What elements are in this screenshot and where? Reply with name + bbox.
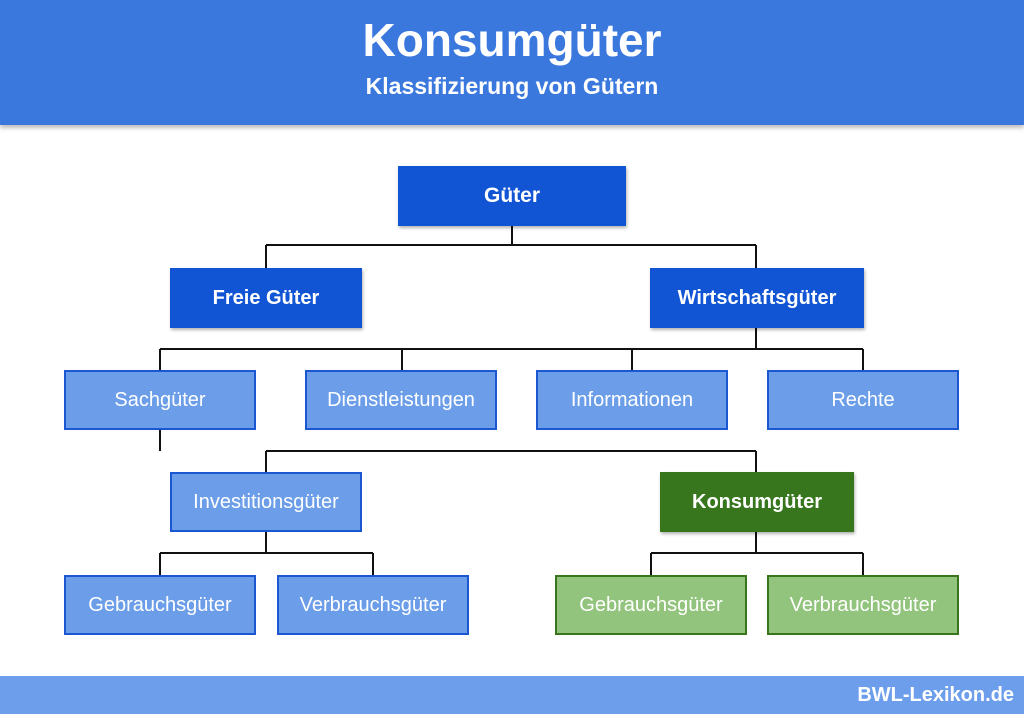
node-dienstleistungen: Dienstleistungen <box>305 370 497 430</box>
node-gueter-label: Güter <box>483 184 540 207</box>
node-gebrauchsgueter-investition: Gebrauchsgüter <box>64 575 256 635</box>
footer-bar: BWL-Lexikon.de <box>0 676 1024 714</box>
node-verbrauchsgueter-konsum: Verbrauchsgüter <box>767 575 959 635</box>
node-konsumgueter: Konsumgüter <box>660 472 854 532</box>
connector-sachgueter <box>159 430 757 473</box>
header-banner: Konsumgüter Klassifizierung von Gütern <box>0 0 1024 125</box>
node-gebrauchsgueter-investition-label: Gebrauchsgüter <box>88 593 232 616</box>
node-sachgueter-label: Sachgüter <box>114 388 206 411</box>
brand-logo-text: BWL-Lexikon.de <box>857 684 1014 706</box>
node-dienstleistungen-label: Dienstleistungen <box>327 388 475 411</box>
node-informationen-label: Informationen <box>570 388 694 411</box>
node-gueter: Güter <box>398 166 626 226</box>
node-informationen: Informationen <box>536 370 728 430</box>
node-rechte-label: Rechte <box>831 388 895 411</box>
node-wirtschaftsgueter: Wirtschaftsgüter <box>650 268 864 328</box>
node-verbrauchsgueter-investition: Verbrauchsgüter <box>277 575 469 635</box>
node-konsumgueter-label: Konsumgüter <box>692 490 822 513</box>
connector-root <box>265 226 757 268</box>
node-gebrauchsgueter-konsum-label: Gebrauchsgüter <box>579 593 723 616</box>
page-subtitle: Klassifizierung von Gütern <box>365 73 659 99</box>
node-rechte: Rechte <box>767 370 959 430</box>
node-verbrauchsgueter-konsum-label: Verbrauchsgüter <box>789 593 937 616</box>
connector-investitionsgueter <box>159 532 374 575</box>
node-freie-gueter-label: Freie Güter <box>212 286 320 309</box>
node-investitionsgueter: Investitionsgüter <box>170 472 362 532</box>
node-sachgueter: Sachgüter <box>64 370 256 430</box>
node-wirtschaftsgueter-label: Wirtschaftsgüter <box>677 286 837 309</box>
node-freie-gueter: Freie Güter <box>170 268 362 328</box>
node-investitionsgueter-label: Investitionsgüter <box>193 490 339 513</box>
connector-konsumgueter <box>650 532 864 575</box>
node-gebrauchsgueter-konsum: Gebrauchsgüter <box>555 575 747 635</box>
page-title: Konsumgüter <box>362 14 662 66</box>
node-verbrauchsgueter-investition-label: Verbrauchsgüter <box>299 593 447 616</box>
connector-wirtschaftsgueter <box>159 328 864 371</box>
